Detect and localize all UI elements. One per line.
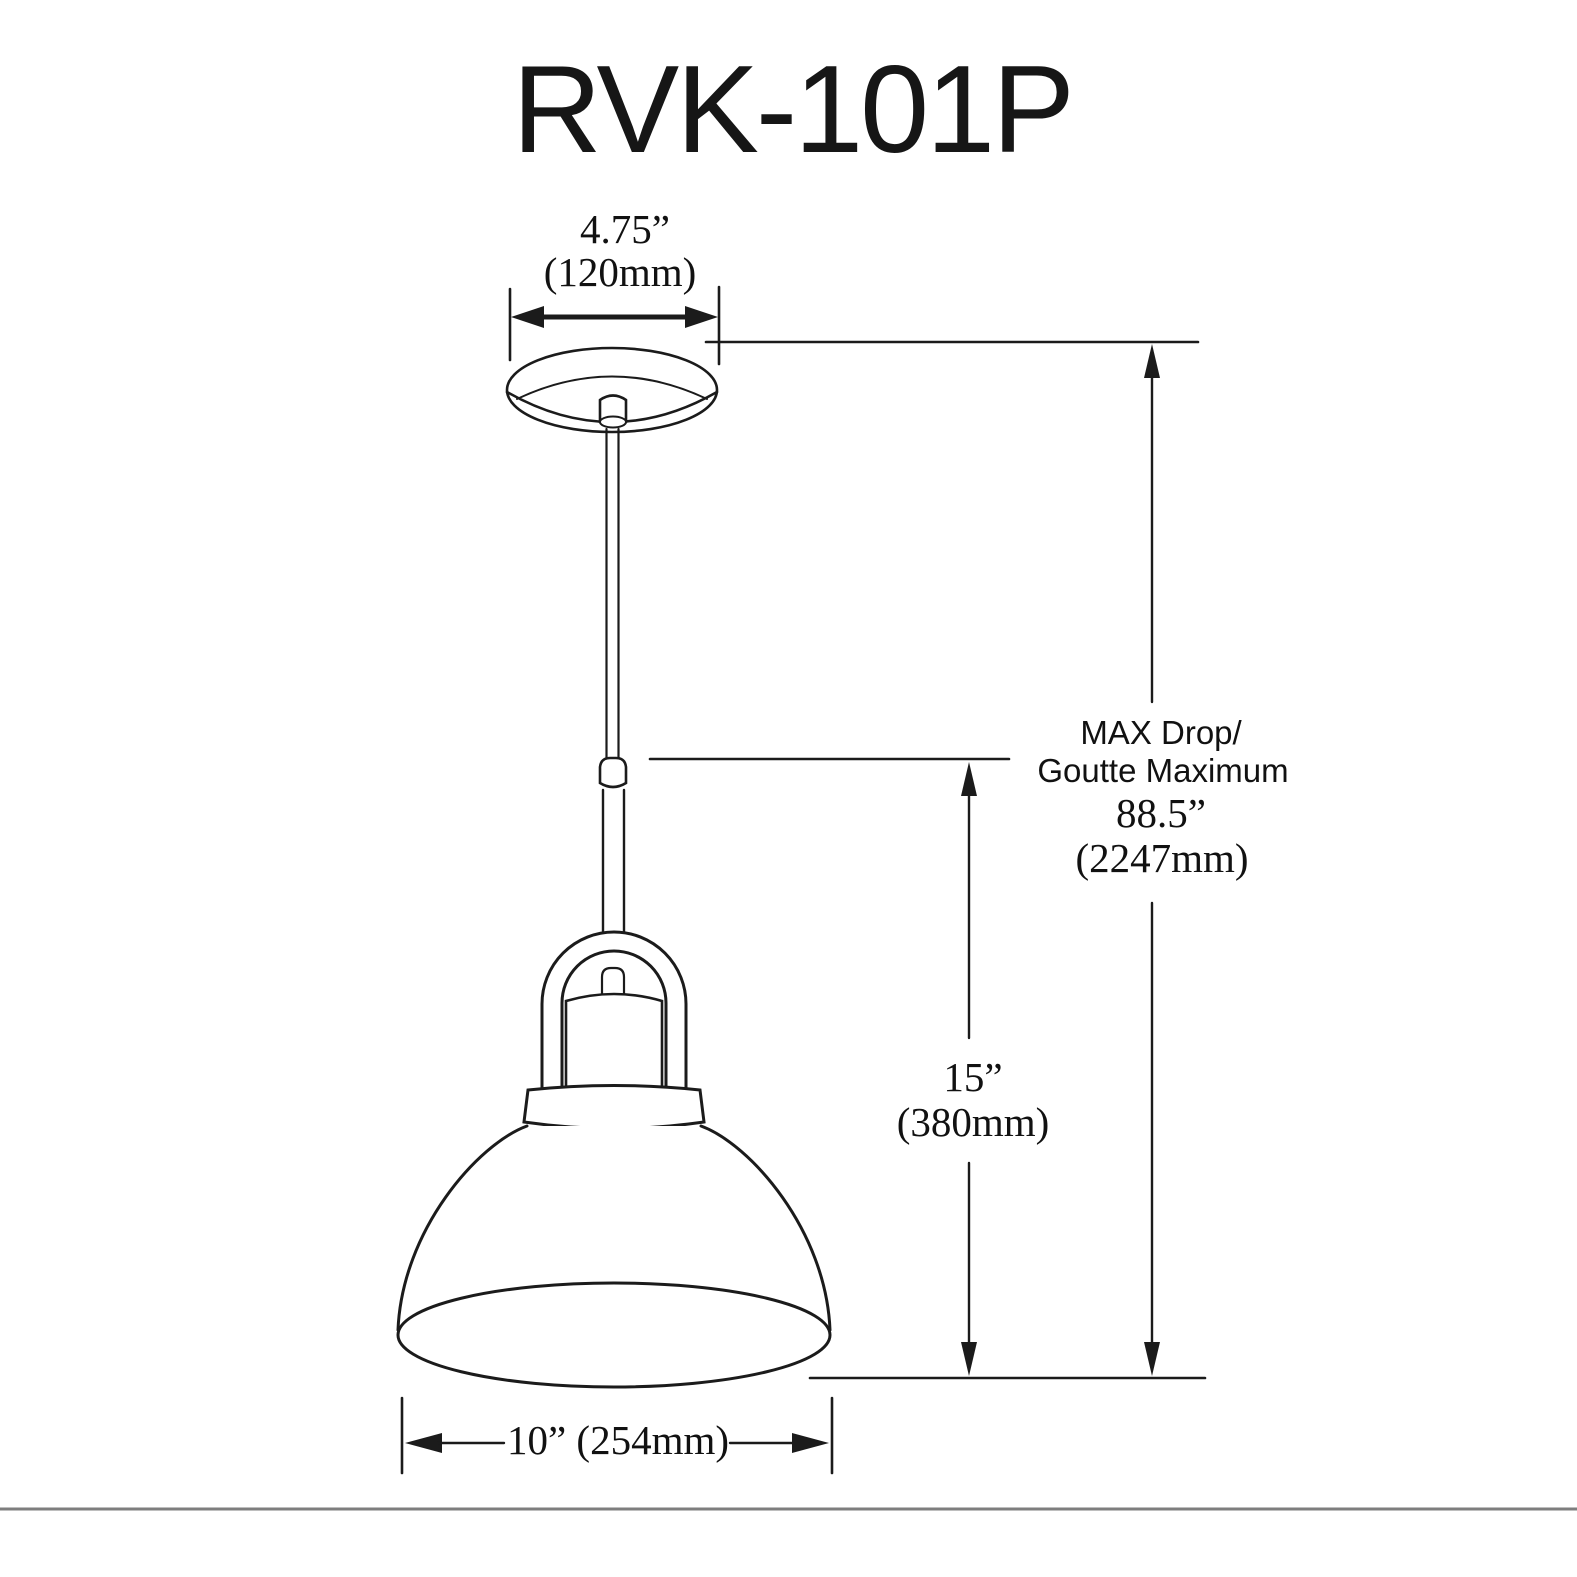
canopy	[505, 346, 719, 434]
arrowhead-right	[792, 1433, 829, 1453]
dim-canopy-width	[508, 285, 721, 366]
fixture-height-inches: 15”	[943, 1054, 1003, 1100]
shade-right-profile	[699, 1124, 832, 1332]
shade-rim	[396, 1281, 832, 1389]
arrowhead-down	[961, 1342, 977, 1376]
yoke-outer-arch	[540, 930, 688, 1096]
ferrule	[598, 756, 628, 789]
fixture-height-mm: (380mm)	[896, 1099, 1050, 1145]
max-drop-label-fr: Goutte Maximum	[1037, 752, 1289, 789]
cord	[605, 427, 620, 760]
arrowhead-left	[405, 1433, 442, 1453]
yoke-handle	[540, 930, 688, 1096]
model-number-title: RVK-101P	[512, 41, 1075, 179]
arrowhead-up	[961, 762, 977, 796]
arrowhead-right	[685, 306, 718, 328]
max-drop-label-en: MAX Drop/	[1080, 714, 1242, 751]
cord-grip	[598, 394, 628, 429]
dim-shade-width	[400, 1396, 834, 1475]
shade	[396, 1124, 832, 1389]
canopy-width-inches: 4.75”	[580, 206, 670, 252]
arrowhead-up	[1144, 344, 1160, 378]
dim-fixture-height	[648, 757, 1207, 1380]
neck-band	[522, 1084, 706, 1130]
canopy-inner-rim	[516, 375, 708, 400]
yoke-inner-arch	[560, 949, 668, 1092]
canopy-width-mm: (120mm)	[543, 249, 697, 295]
max-drop-inches: 88.5”	[1116, 790, 1206, 836]
max-drop-mm: (2247mm)	[1075, 835, 1249, 881]
stem	[601, 788, 626, 940]
arrowhead-down	[1144, 1342, 1160, 1376]
arrowhead-left	[511, 306, 544, 328]
dim-max-drop	[704, 340, 1200, 1376]
socket-body	[564, 992, 664, 1090]
shade-width-value: 10” (254mm)	[506, 1417, 730, 1463]
shade-left-profile	[396, 1124, 529, 1332]
socket-stub	[600, 966, 626, 999]
socket	[564, 966, 664, 1090]
